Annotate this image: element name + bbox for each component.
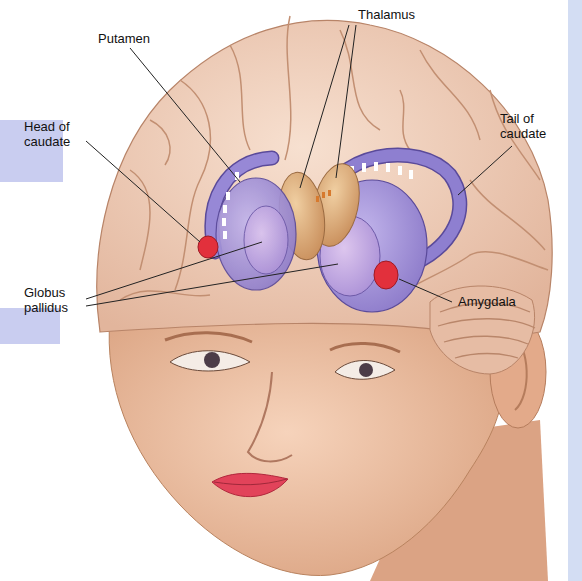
leader-line xyxy=(300,25,349,188)
striations xyxy=(350,162,413,179)
leader-line xyxy=(399,279,452,302)
leader-line xyxy=(86,141,200,242)
eye xyxy=(335,360,395,379)
part-label: Globus pallidus xyxy=(24,286,84,316)
eyebrow xyxy=(330,343,400,352)
side-band xyxy=(568,0,582,581)
part-label: Amygdala xyxy=(458,295,516,310)
thalamus-dots xyxy=(316,190,331,202)
leader-line xyxy=(130,48,240,182)
brain xyxy=(97,16,552,374)
gyri xyxy=(120,16,548,300)
part-label: Putamen xyxy=(98,32,150,47)
part-label: Thalamus xyxy=(358,8,415,23)
amygdala xyxy=(374,261,398,289)
lips xyxy=(212,473,288,496)
eyebrow xyxy=(165,333,252,342)
lip-line xyxy=(214,479,287,485)
striations xyxy=(222,172,239,239)
head-of-caudate xyxy=(198,236,218,258)
leader-lines xyxy=(86,25,512,306)
globus-pallidus xyxy=(244,206,288,274)
leader-line xyxy=(458,146,512,195)
part-label: Head of caudate xyxy=(24,120,84,150)
cerebellum-folds xyxy=(438,303,535,358)
part-label: Tail of caudate xyxy=(500,112,562,142)
leader-line xyxy=(86,242,262,299)
nose xyxy=(248,372,292,461)
iris xyxy=(359,363,373,377)
leader-line xyxy=(86,264,338,306)
leader-line xyxy=(336,25,356,178)
iris xyxy=(204,352,220,368)
eye xyxy=(170,351,250,371)
